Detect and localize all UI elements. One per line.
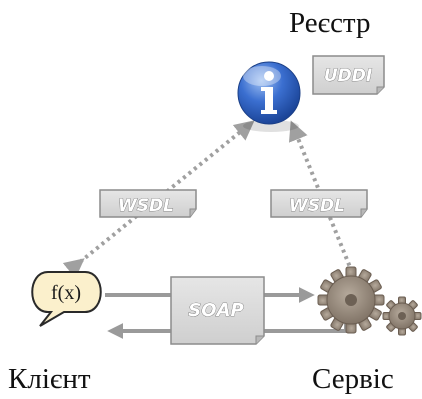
edge-client-registry [62, 120, 255, 279]
soap-tag: SOAP [170, 276, 265, 345]
client-label: Клієнт [8, 363, 91, 395]
wsdl-tag-service-text: WSDL [289, 196, 345, 216]
soap-tag-text: SOAP [188, 300, 243, 321]
wsdl-tag-client-text: WSDL [118, 196, 174, 216]
function-label: f(x) [51, 282, 81, 304]
wsdl-tag-service: WSDL [270, 189, 368, 218]
info-icon [237, 61, 301, 132]
wsdl-tag-client: WSDL [99, 189, 197, 218]
service-label: Сервіс [312, 363, 394, 395]
uddi-tag: UDDI [312, 55, 385, 95]
registry-label: Реєстр [289, 7, 371, 39]
uddi-tag-text: UDDI [324, 66, 372, 86]
function-speech-bubble-icon: f(x) [31, 271, 102, 327]
gears-icon [317, 266, 422, 336]
